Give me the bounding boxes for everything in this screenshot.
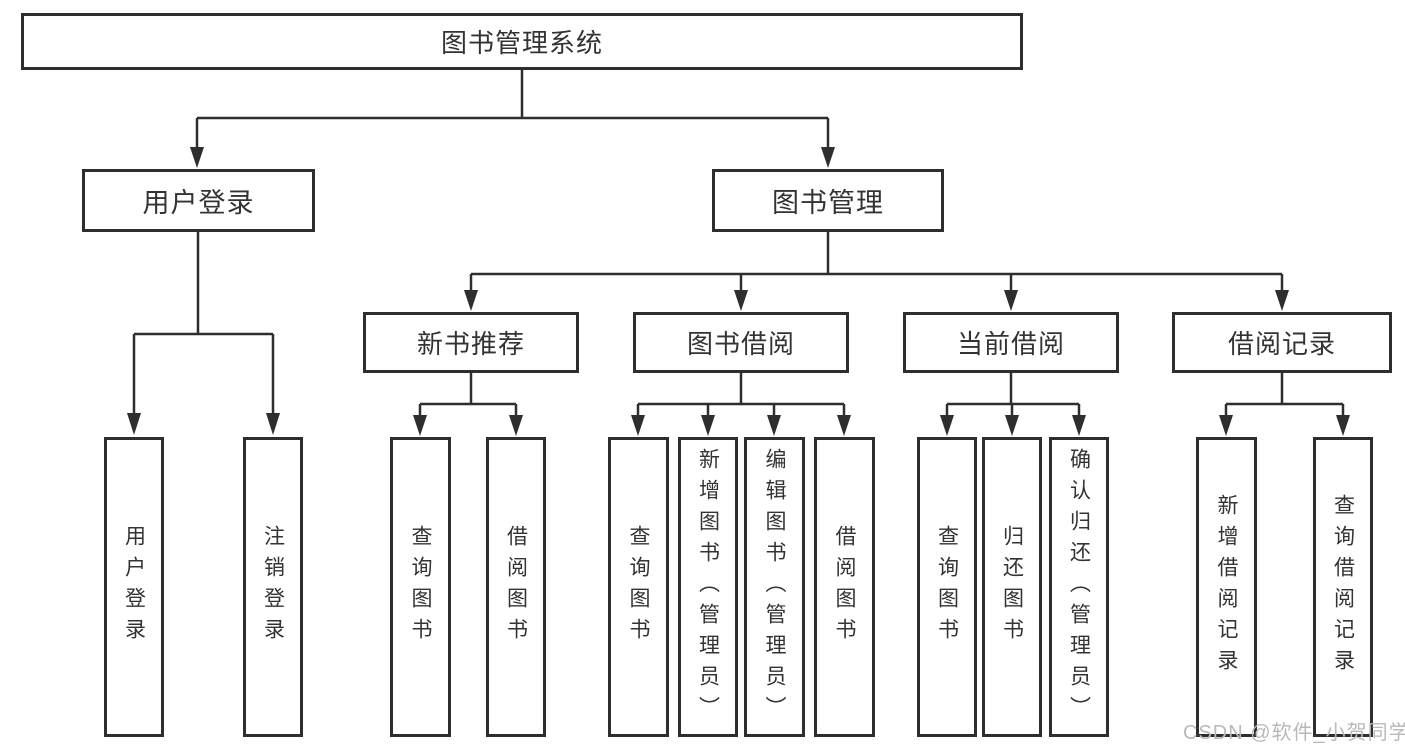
leaf-query-books-recommend: 查询图书	[390, 437, 451, 737]
leaf-borrow-books-borrowing-label: 借阅图书	[833, 525, 856, 649]
leaf-confirm-return-admin-label: 确认归还（管理员）	[1067, 447, 1091, 727]
node-book-management: 图书管理	[712, 169, 944, 232]
leaf-query-borrow-record-label: 查询借阅记录	[1331, 494, 1355, 680]
leaf-edit-book-admin-label: 编辑图书（管理员）	[763, 447, 786, 727]
node-root-label: 图书管理系统	[440, 28, 603, 58]
leaf-edit-book-admin: 编辑图书（管理员）	[744, 437, 805, 737]
node-current-borrowing: 当前借阅	[903, 312, 1119, 373]
leaf-confirm-return-admin: 确认归还（管理员）	[1049, 437, 1109, 737]
node-borrowing-records: 借阅记录	[1172, 312, 1392, 373]
node-user-login: 用户登录	[82, 169, 315, 232]
node-current-borrowing-label: 当前借阅	[956, 329, 1065, 359]
node-root: 图书管理系统	[21, 13, 1023, 70]
leaf-user-login: 用户登录	[104, 437, 164, 737]
leaf-add-borrow-record-label: 新增借阅记录	[1215, 494, 1238, 680]
watermark: CSDN @软件_小贺同学	[1183, 722, 1405, 744]
node-new-book-recommend-label: 新书推荐	[416, 329, 525, 359]
node-book-management-label: 图书管理	[772, 188, 884, 218]
node-book-borrowing-label: 图书借阅	[686, 329, 795, 359]
node-new-book-recommend: 新书推荐	[363, 312, 579, 373]
leaf-add-borrow-record: 新增借阅记录	[1196, 437, 1257, 737]
leaf-borrow-books-recommend: 借阅图书	[486, 437, 546, 737]
leaf-return-books-label: 归还图书	[1000, 525, 1024, 649]
leaf-return-books: 归还图书	[982, 437, 1042, 737]
node-borrowing-records-label: 借阅记录	[1227, 329, 1336, 359]
leaf-logout-label: 注销登录	[261, 525, 285, 649]
leaf-add-book-admin: 新增图书（管理员）	[678, 437, 738, 737]
leaf-query-books-current-label: 查询图书	[935, 525, 959, 649]
leaf-logout: 注销登录	[243, 437, 303, 737]
leaf-query-books-borrowing-label: 查询图书	[627, 525, 650, 649]
leaf-query-borrow-record: 查询借阅记录	[1313, 437, 1373, 737]
leaf-query-books-borrowing: 查询图书	[608, 437, 669, 737]
leaf-add-book-admin-label: 新增图书（管理员）	[696, 447, 720, 727]
leaf-user-login-label: 用户登录	[122, 525, 146, 649]
leaf-borrow-books-borrowing: 借阅图书	[814, 437, 875, 737]
node-book-borrowing: 图书借阅	[633, 312, 849, 373]
leaf-query-books-current: 查询图书	[917, 437, 977, 737]
leaf-query-books-recommend-label: 查询图书	[409, 525, 432, 649]
node-user-login-label: 用户登录	[142, 188, 255, 218]
leaf-borrow-books-recommend-label: 借阅图书	[504, 525, 528, 649]
